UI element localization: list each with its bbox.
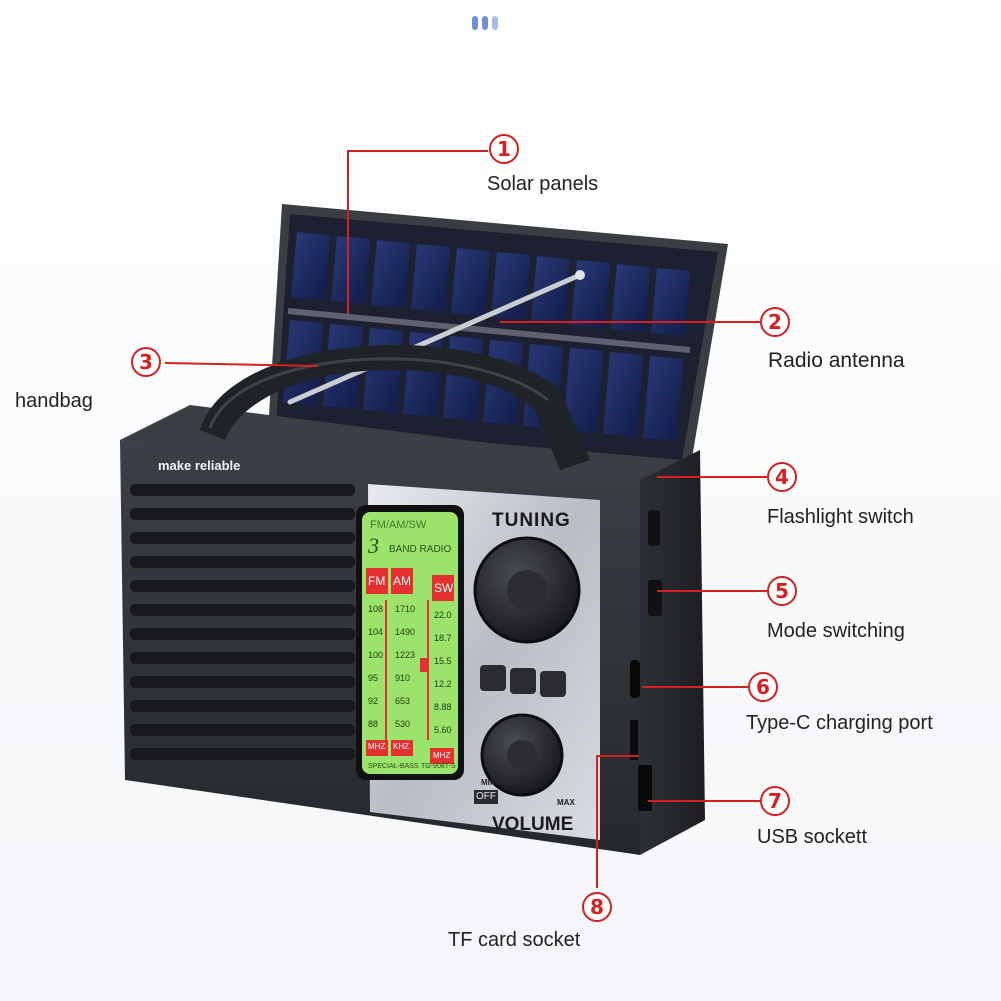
am-scale: 1710 1490 1223 910 653 530 [395,598,423,736]
min-label: MIN [481,778,496,787]
callout-label-usb-socket: USB sockett [757,826,868,848]
fm-scale-value: 92 [368,696,379,706]
callout-label-radio-antenna: Radio antenna [768,349,905,372]
flashlight-switch[interactable] [648,510,660,546]
callout-label-tf-card-socket: TF card socket [448,929,581,951]
callout-badge-5: 5 [767,576,797,606]
unit-khz: KHZ [393,742,409,751]
sw-scale-value: 22.0 [434,610,452,620]
am-scale-value: 530 [395,719,411,729]
handle [200,344,590,470]
play-button[interactable] [510,668,536,694]
brand-label: make reliable [158,458,241,473]
next-button[interactable] [540,671,566,697]
dial-footer-left: SPECIAL-BASS [368,763,419,770]
am-scale-value: 1490 [395,627,416,637]
radio-side-panel [640,450,705,855]
fm-scale-value: 95 [368,673,379,683]
off-label: OFF [476,791,496,802]
type-c-port[interactable] [630,660,640,698]
carousel-indicator [472,16,498,30]
am-band: AM [393,574,411,588]
antenna [287,272,583,405]
am-scale-value: 1223 [395,650,416,660]
sw-scale: 22.0 18.7 15.5 12.2 8.88 5.60 [434,604,458,742]
callout-badge-3: 3 [131,347,161,377]
callout-label-type-c-port: Type-C charging port [746,712,933,734]
callout-lines [164,150,767,888]
sw-scale-value: 8.88 [434,702,452,712]
unit-mhz: MHZ [368,742,386,751]
band-radio-text: BAND RADIO [389,544,452,555]
am-scale-value: 910 [395,673,411,683]
fm-scale: 108 104 100 95 92 88 [368,598,390,736]
sw-band: SW [434,581,454,595]
fm-scale-value: 100 [368,650,384,660]
fm-scale-value: 104 [368,627,384,637]
tuning-label: TUNING [492,510,571,531]
callout-badge-7: 7 [760,786,790,816]
max-label: MAX [557,798,575,807]
band-title: FM/AM/SW [370,519,427,531]
fm-scale-value: 108 [368,604,384,614]
callout-label-mode-switching: Mode switching [767,620,905,642]
fm-band: FM [368,574,386,588]
callout-label-handbag: handbag [15,390,93,412]
tf-card-slot[interactable] [630,720,638,760]
sw-scale-value: 15.5 [434,656,452,666]
sw-scale-value: 12.2 [434,679,452,689]
callout-label-flashlight-switch: Flashlight switch [767,506,914,528]
band-number: 3 [368,533,379,558]
fm-scale-value: 88 [368,719,379,729]
callout-badge-6: 6 [748,672,778,702]
usb-socket[interactable] [638,765,652,811]
dial-footer-right: TG-908T-S [421,763,456,770]
mode-switch[interactable] [648,580,662,616]
sw-scale-value: 5.60 [434,725,452,735]
callout-badge-8: 8 [582,892,612,922]
sw-scale-value: 18.7 [434,633,452,643]
unit-mhz-sw: MHZ [433,751,451,760]
am-scale-value: 1710 [395,604,416,614]
prev-button[interactable] [480,665,506,691]
am-scale-value: 653 [395,696,411,706]
speaker-grille [130,484,355,760]
callout-label-solar-panels: Solar panels [487,173,599,195]
callout-badge-1: 1 [489,134,519,164]
volume-label: VOLUME [492,814,574,835]
callout-badge-4: 4 [767,462,797,492]
callout-badge-2: 2 [760,307,790,337]
